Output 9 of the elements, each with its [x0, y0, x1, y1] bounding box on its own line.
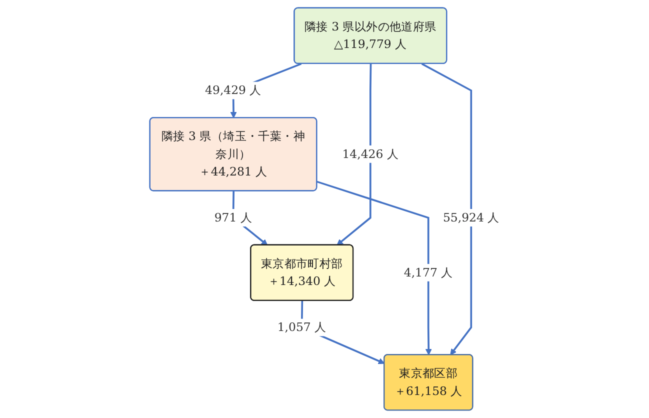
- arrow: [421, 63, 472, 356]
- edge-label: 55,924 人: [442, 210, 500, 224]
- edge-label: 14,426 人: [342, 146, 398, 161]
- arrow: [316, 180, 432, 356]
- arrow: [336, 64, 372, 246]
- edge-label: 1,057 人: [277, 320, 326, 334]
- edge-label: 971 人: [214, 210, 252, 224]
- edge-label: 49,429 人: [204, 83, 262, 98]
- edge-label: 4,177 人: [404, 265, 453, 280]
